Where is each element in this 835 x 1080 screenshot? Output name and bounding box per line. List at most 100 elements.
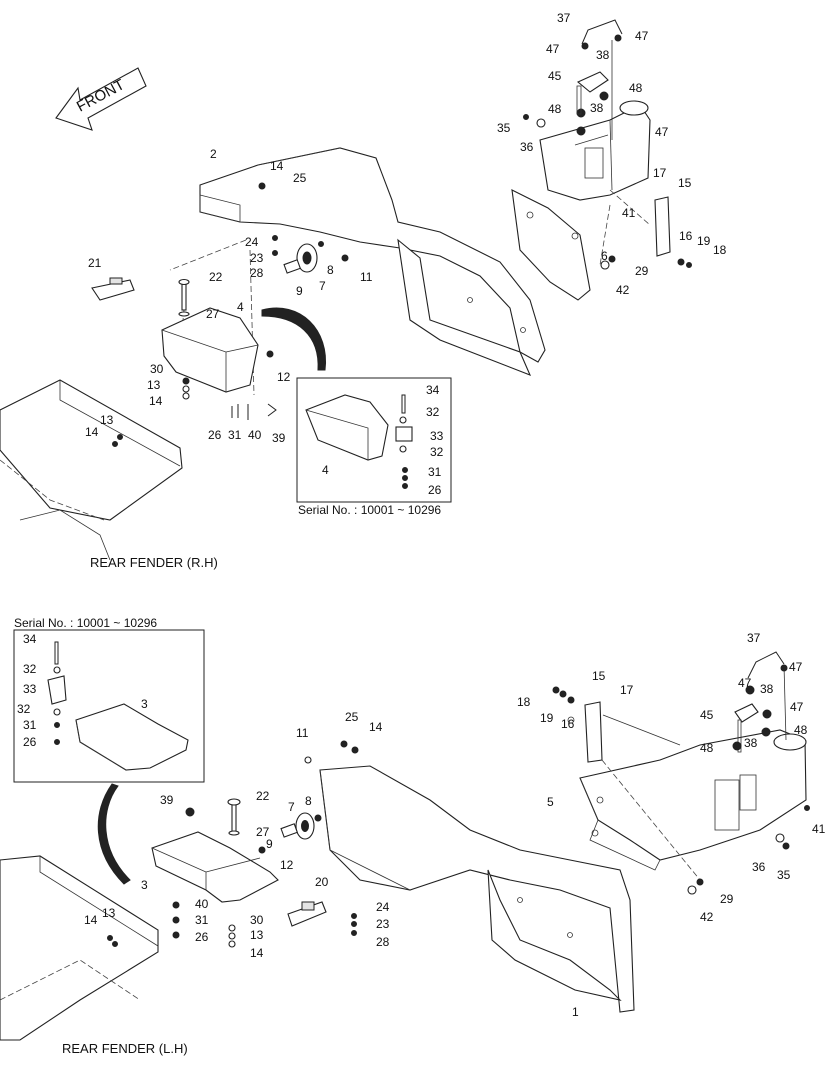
lh-callout-26: 26 bbox=[195, 930, 209, 944]
rh-callout-28: 28 bbox=[250, 266, 264, 280]
lh-callout-37: 37 bbox=[747, 631, 761, 645]
lh-callout-11: 11 bbox=[296, 726, 309, 740]
rh-fender-assembly bbox=[0, 19, 692, 561]
rh-fender-skirt bbox=[397, 238, 532, 376]
lh-caption: REAR FENDER (L.H) bbox=[62, 1041, 188, 1056]
rh-callout-6: 6 bbox=[601, 249, 608, 263]
rh-callout-29: 29 bbox=[635, 264, 649, 278]
lh-callout-47: 47 bbox=[738, 676, 752, 690]
lh-callout-32: 32 bbox=[23, 662, 37, 676]
lh-callout-45: 45 bbox=[700, 708, 714, 722]
rh-detail-arrow bbox=[261, 307, 327, 371]
lh-callout-26: 26 bbox=[23, 735, 37, 749]
lh-callout-3: 3 bbox=[141, 878, 148, 892]
lh-callout-13: 13 bbox=[102, 906, 116, 920]
lh-callout-20: 20 bbox=[315, 875, 329, 889]
rh-handle bbox=[581, 19, 623, 45]
lh-callout-18: 18 bbox=[517, 695, 531, 709]
lh-callout-29: 29 bbox=[720, 892, 734, 906]
lh-handle bbox=[747, 651, 785, 679]
rh-callout-15: 15 bbox=[678, 176, 692, 190]
lh-callout-9: 9 bbox=[266, 837, 273, 851]
lh-callout-36: 36 bbox=[752, 860, 766, 874]
rh-callout-22: 22 bbox=[209, 270, 223, 284]
rh-callout-27: 27 bbox=[206, 307, 220, 321]
lh-callout-17: 17 bbox=[620, 683, 634, 697]
rh-callout-25: 25 bbox=[293, 171, 307, 185]
rh-callout-45: 45 bbox=[548, 69, 562, 83]
lh-support-bar bbox=[584, 701, 603, 763]
lh-callout-31: 31 bbox=[195, 913, 209, 927]
rh-callout-13: 13 bbox=[100, 413, 114, 427]
rh-callout-18: 18 bbox=[713, 243, 727, 257]
lh-callout-30: 30 bbox=[250, 913, 264, 927]
rh-callout-24: 24 bbox=[245, 235, 259, 249]
lh-fender-skirt bbox=[487, 869, 622, 1001]
lh-callout-31: 31 bbox=[23, 718, 37, 732]
rh-callout-14: 14 bbox=[149, 394, 163, 408]
lh-callout-3: 3 bbox=[141, 697, 148, 711]
rh-callout-14: 14 bbox=[270, 159, 284, 173]
lh-bolt-9 bbox=[280, 823, 298, 838]
rh-callout-39: 39 bbox=[272, 431, 286, 445]
lh-fender-shell bbox=[319, 765, 635, 1013]
lh-tractor-body bbox=[0, 855, 159, 1041]
lh-callout-24: 24 bbox=[376, 900, 390, 914]
rh-callout-33: 33 bbox=[430, 429, 444, 443]
rh-callout-38: 38 bbox=[590, 101, 604, 115]
rh-callout-48: 48 bbox=[548, 102, 562, 116]
lh-callout-1: 1 bbox=[572, 1005, 579, 1019]
lh-callout-41: 41 bbox=[812, 822, 826, 836]
rh-callout-21: 21 bbox=[88, 256, 102, 270]
rh-callout-47: 47 bbox=[655, 125, 669, 139]
rh-callout-30: 30 bbox=[150, 362, 164, 376]
lh-callout-42: 42 bbox=[700, 910, 714, 924]
lh-callout-25: 25 bbox=[345, 710, 359, 724]
rh-callout-11: 11 bbox=[360, 270, 373, 284]
lh-callout-48: 48 bbox=[794, 723, 808, 737]
lh-callout-22: 22 bbox=[256, 789, 270, 803]
rh-bolt-9 bbox=[283, 259, 301, 274]
lh-callout-34: 34 bbox=[23, 632, 37, 646]
rh-callout-19: 19 bbox=[697, 234, 711, 248]
rh-caption: REAR FENDER (R.H) bbox=[90, 555, 218, 570]
rh-callout-26: 26 bbox=[208, 428, 222, 442]
rh-callout-42: 42 bbox=[616, 283, 630, 297]
rh-callout-32: 32 bbox=[430, 445, 444, 459]
rh-callout-14: 14 bbox=[85, 425, 99, 439]
front-arrow: FRONT bbox=[55, 67, 147, 131]
rh-callout-31: 31 bbox=[228, 428, 242, 442]
rh-callout-34: 34 bbox=[426, 383, 440, 397]
rh-latch-45 bbox=[576, 71, 609, 93]
rh-callout-36: 36 bbox=[520, 140, 534, 154]
lh-callout-40: 40 bbox=[195, 897, 209, 911]
rh-callout-23: 23 bbox=[250, 251, 264, 265]
lh-callout-48: 48 bbox=[700, 741, 714, 755]
rh-callout-32: 32 bbox=[426, 405, 440, 419]
rh-support-bar bbox=[654, 196, 671, 257]
rh-callout-4: 4 bbox=[322, 463, 329, 477]
rh-callout-26: 26 bbox=[428, 483, 442, 497]
lh-callout-27: 27 bbox=[256, 825, 270, 839]
rh-serial-note: Serial No. : 10001 ~ 10296 bbox=[298, 503, 441, 517]
lh-callout-38: 38 bbox=[760, 682, 774, 696]
lh-callout-39: 39 bbox=[160, 793, 174, 807]
rh-callout-7: 7 bbox=[319, 279, 326, 293]
lh-callout-7: 7 bbox=[288, 800, 295, 814]
lh-callout-15: 15 bbox=[592, 669, 606, 683]
rh-callout-40: 40 bbox=[248, 428, 262, 442]
rh-callout-16: 16 bbox=[679, 229, 693, 243]
rh-callout-4: 4 bbox=[237, 300, 244, 314]
lh-callout-14: 14 bbox=[250, 946, 264, 960]
rh-callout-17: 17 bbox=[653, 166, 667, 180]
lh-callout-47: 47 bbox=[789, 660, 803, 674]
lh-fender-assembly bbox=[0, 629, 810, 1041]
rh-callout-47: 47 bbox=[546, 42, 560, 56]
rh-callout-38: 38 bbox=[596, 48, 610, 62]
lh-callout-38: 38 bbox=[744, 736, 758, 750]
lh-callout-8: 8 bbox=[305, 794, 312, 808]
rh-callout-37: 37 bbox=[557, 11, 571, 25]
